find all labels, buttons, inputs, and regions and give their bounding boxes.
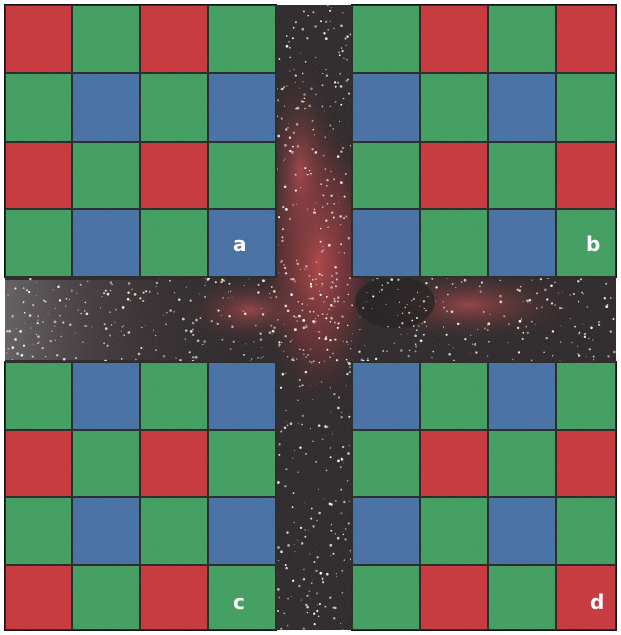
panel-label-a: a [233,234,247,254]
photo-grain-overlay [5,5,616,630]
panel-label-d: d [590,592,604,612]
panel-label-c: c [233,592,245,612]
panel-label-b: b [586,234,600,254]
